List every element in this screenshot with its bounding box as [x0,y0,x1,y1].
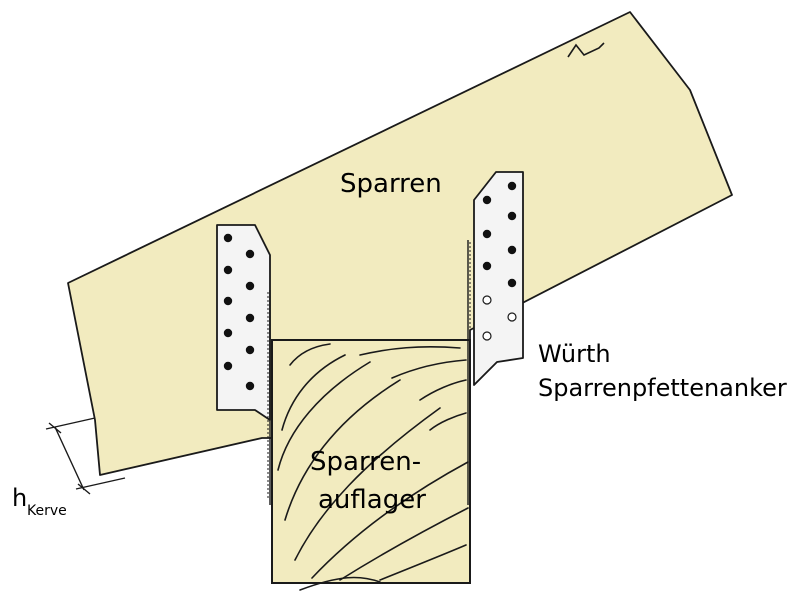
notch-height-subscript: Kerve [27,503,67,519]
right-plate-open-holes [482,295,517,341]
left-anchor-plate [216,224,271,505]
anchor-label-line1: Würth [538,340,611,368]
notch-height-label: h [12,484,27,512]
bearing-label-line1: Sparren- [310,447,421,477]
right-plate-nails [482,181,517,288]
anchor-label-line2: Sparrenpfettenanker [538,374,787,402]
wood-grain [277,343,469,591]
rafter-label: Sparren [340,169,442,199]
bearing-label-line2: auflager [318,485,426,515]
left-plate-nails [223,233,255,391]
notch-height-dimension [45,417,126,495]
right-anchor-plate [467,171,524,505]
bearing-purlin [271,339,471,591]
zigzag-break-icon [567,42,605,58]
notch-height-main: h [12,484,27,512]
